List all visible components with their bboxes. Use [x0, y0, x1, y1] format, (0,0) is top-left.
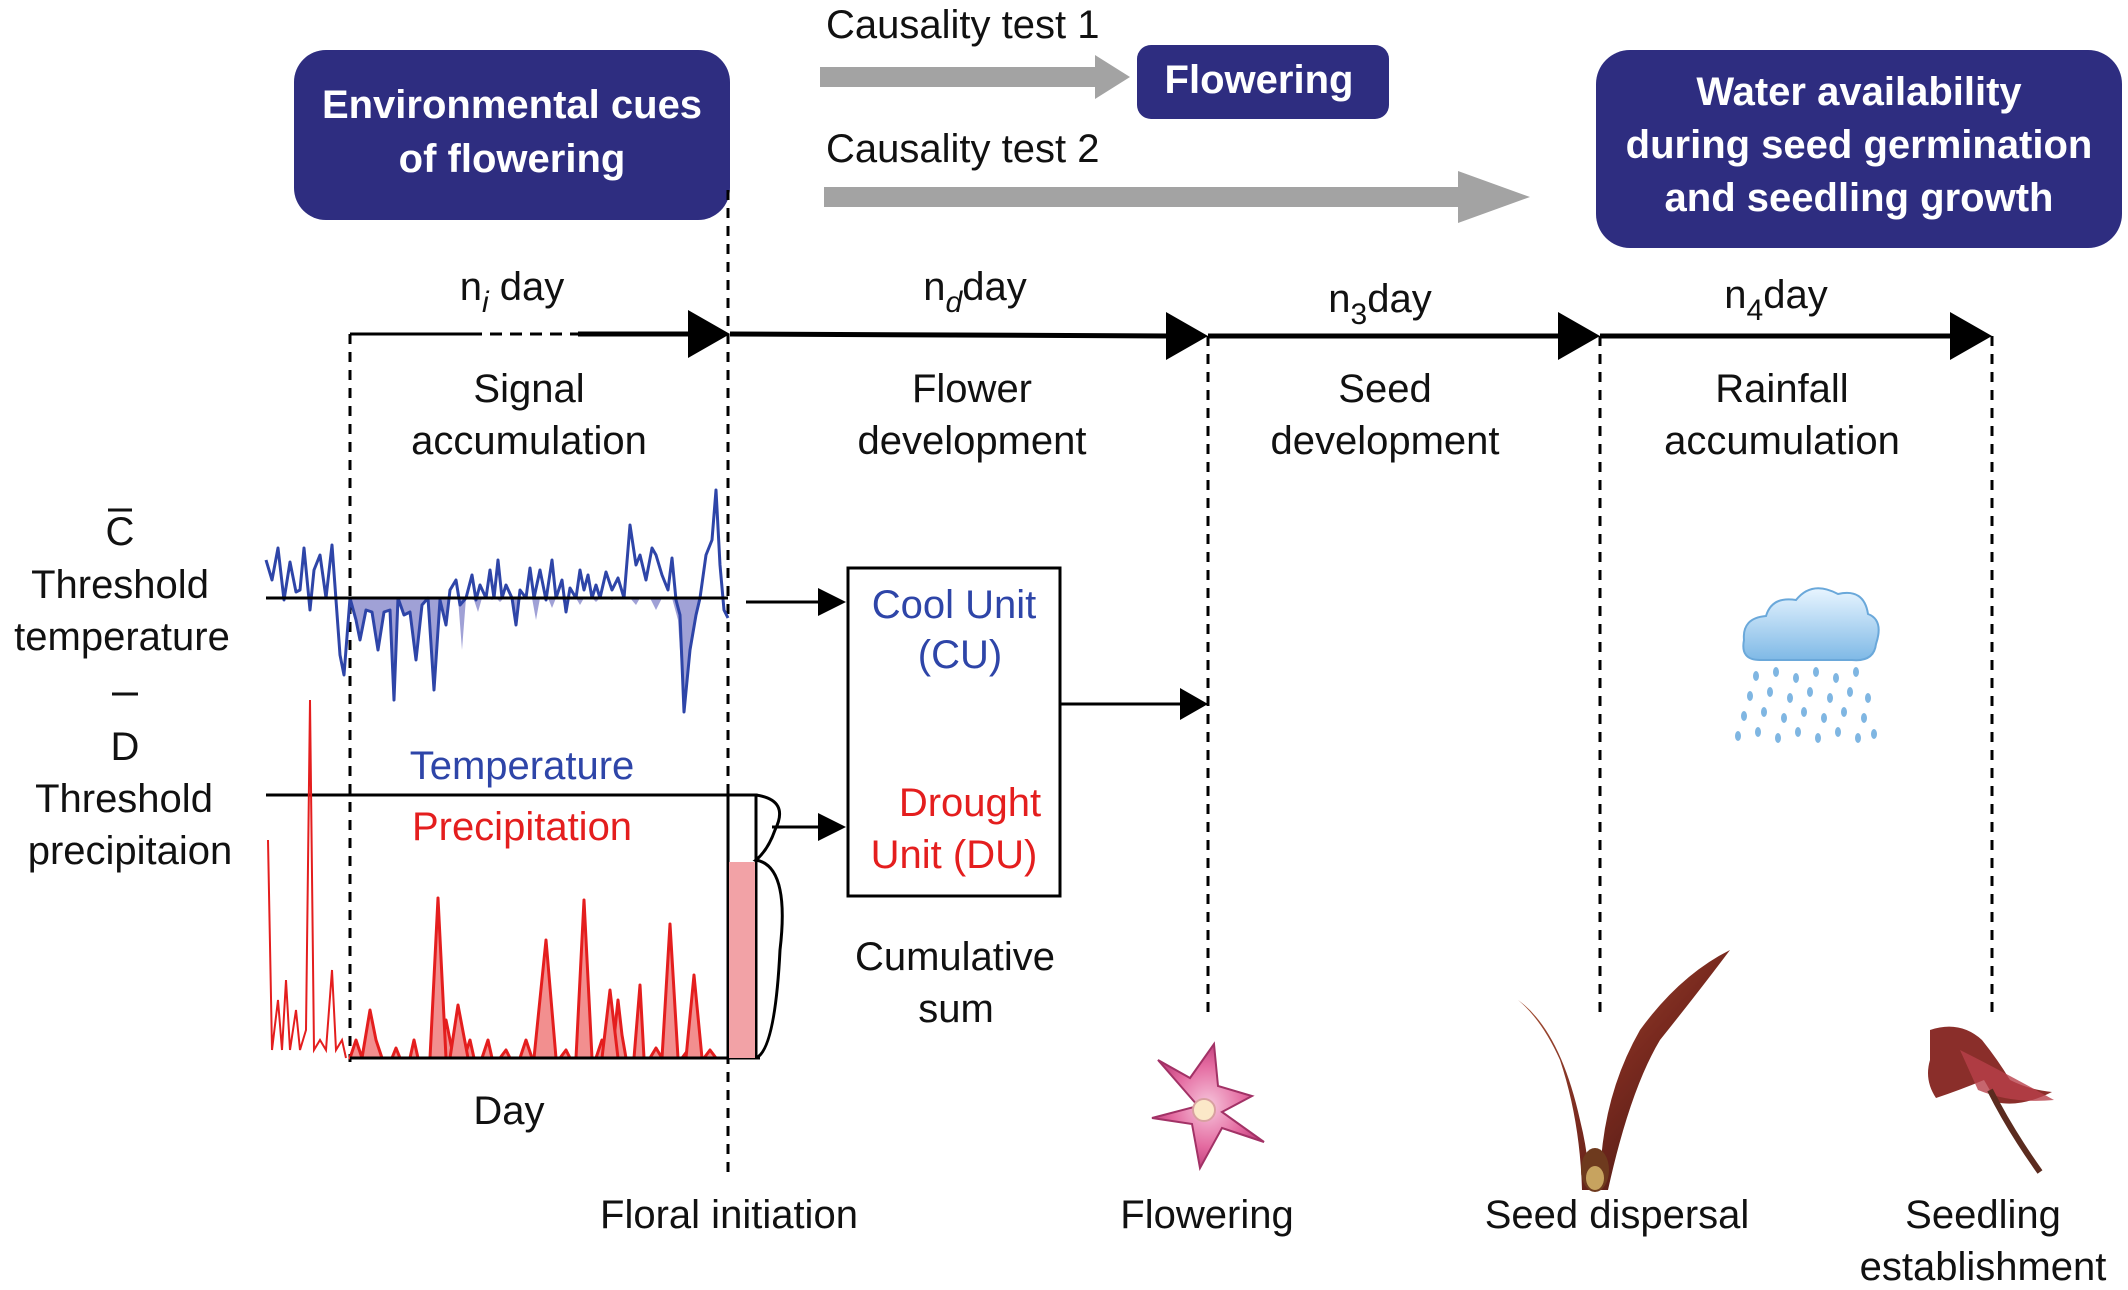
stage-floral-initiation: Floral initiation [600, 1193, 858, 1237]
causality-test-2: Causality test 2 [824, 127, 1530, 223]
water-availability-box: Water availability during seed germinati… [1596, 50, 2122, 248]
precip-threshold-symbol: D [111, 725, 140, 769]
timeline-arrowhead-1 [688, 310, 730, 358]
causality-test-2-label: Causality test 2 [826, 127, 1099, 171]
temperature-label: Temperature [410, 744, 635, 788]
cool-unit-line-1: Cool Unit [872, 583, 1037, 627]
water-line-1: Water availability [1696, 70, 2022, 114]
temp-threshold-line-1: Threshold [31, 563, 209, 607]
period-signal-label-1: Signal [473, 367, 584, 411]
period-flower: ndday Flower development [857, 265, 1086, 463]
precipitation-series: Precipitation Day [266, 699, 784, 1133]
stage-flowering: Flowering [1120, 1193, 1293, 1237]
period-seed: n3day Seed development [1270, 277, 1499, 463]
flowering-box: Flowering [1137, 45, 1389, 119]
temperature-threshold-label: C Threshold temperature [14, 508, 230, 659]
seed-image [1518, 950, 1730, 1192]
units-box: Cool Unit (CU) Drought Unit (DU) Cumulat… [746, 566, 1208, 1031]
stage-seed-dispersal: Seed dispersal [1485, 1193, 1750, 1237]
precip-threshold-line-1: Threshold [35, 777, 213, 821]
causality-test-1: Causality test 1 [820, 3, 1130, 99]
timeline [348, 190, 1994, 1180]
temp-threshold-symbol: C [106, 510, 135, 554]
period-flower-days: ndday [923, 265, 1026, 319]
env-cues-line-1: Environmental cues [322, 83, 702, 127]
flowering-box-label: Flowering [1165, 58, 1354, 102]
temperature-line [264, 488, 730, 714]
precip-pre-window [267, 699, 347, 1059]
period-flower-label-1: Flower [912, 367, 1032, 411]
timeline-arrowhead-4 [1950, 312, 1992, 360]
precipitation-label: Precipitation [412, 805, 632, 849]
period-signal-days: ni day [460, 265, 565, 319]
flower-image [1151, 1041, 1265, 1171]
period-rain: n4day Rainfall accumulation [1664, 273, 1900, 463]
water-line-2: during seed germination [1626, 123, 2093, 167]
temperature-series: Temperature [264, 488, 730, 788]
timeline-arrowhead-3 [1558, 312, 1600, 360]
day-axis-label: Day [473, 1089, 544, 1133]
drought-accumulation-fill [729, 862, 755, 1058]
drought-unit-line-1: Drought [899, 781, 1041, 825]
period-seed-label-2: development [1270, 419, 1499, 463]
cumulative-line-2: sum [918, 987, 994, 1031]
cool-unit-line-2: (CU) [918, 633, 1002, 677]
period-signal: ni day Signal accumulation [411, 265, 647, 463]
causality-test-1-label: Causality test 1 [826, 3, 1099, 47]
drought-unit-line-2: Unit (DU) [871, 833, 1038, 877]
causality-test-1-arrow [820, 55, 1130, 99]
timeline-arrowhead-2 [1166, 312, 1208, 360]
env-cues-box: Environmental cues of flowering [294, 50, 730, 220]
env-cues-line-2: of flowering [399, 137, 626, 181]
period-seed-label-1: Seed [1338, 367, 1431, 411]
causality-test-2-arrow [824, 171, 1530, 223]
period-seed-days: n3day [1328, 277, 1431, 331]
rain-cloud-icon [1735, 587, 1880, 743]
accumulation-brace [752, 793, 784, 1060]
period-flower-label-2: development [857, 419, 1086, 463]
precip-threshold-label: D Threshold precipitaion [28, 692, 233, 873]
stage-labels: Floral initiation Flowering Seed dispers… [600, 1193, 2106, 1289]
period-rain-label-1: Rainfall [1715, 367, 1848, 411]
seedling-image [1928, 1026, 2054, 1174]
cumulative-line-1: Cumulative [855, 935, 1055, 979]
period-rain-label-2: accumulation [1664, 419, 1900, 463]
stage-seedling-line-2: establishment [1860, 1245, 2107, 1289]
temp-threshold-line-2: temperature [14, 615, 230, 659]
period-signal-label-2: accumulation [411, 419, 647, 463]
period-rain-days: n4day [1724, 273, 1827, 327]
precip-big-peaks [428, 896, 704, 1060]
precip-threshold-line-2: precipitaion [28, 829, 233, 873]
stage-seedling-line-1: Seedling [1905, 1193, 2061, 1237]
water-line-3: and seedling growth [1665, 176, 2054, 220]
